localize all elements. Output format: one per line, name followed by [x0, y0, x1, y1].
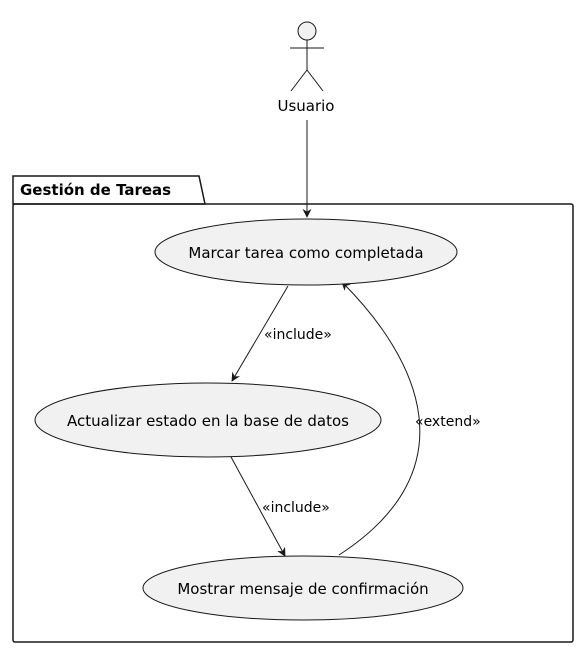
use-case-marcar[interactable]: Marcar tarea como completada — [154, 218, 458, 286]
use-case-actualizar-label: Actualizar estado en la base de datos — [67, 412, 349, 430]
actor-right-leg — [306, 69, 324, 92]
actor-label: Usuario — [277, 97, 334, 115]
include-edge-2 — [230, 456, 286, 557]
use-case-actualizar-ellipse — [34, 382, 382, 458]
use-case-mostrar-ellipse — [142, 555, 464, 621]
actor-left-leg — [290, 69, 308, 92]
package-gestion-tareas[interactable]: Gestión de Tareas — [12, 175, 574, 643]
actor-head — [297, 21, 317, 41]
use-case-actualizar[interactable]: Actualizar estado en la base de datos — [34, 382, 382, 458]
use-case-mostrar-label: Mostrar mensaje de confirmación — [177, 580, 428, 598]
use-case-mostrar[interactable]: Mostrar mensaje de confirmación — [142, 555, 464, 621]
use-case-marcar-label: Marcar tarea como completada — [188, 244, 423, 262]
package-body — [12, 203, 574, 643]
extend-label: «extend» — [415, 414, 481, 430]
use-case-marcar-ellipse — [154, 218, 458, 286]
actor-usuario[interactable]: Usuario — [277, 21, 335, 115]
extend-edge — [338, 281, 421, 556]
include-label-1: «include» — [264, 327, 332, 343]
package-title: Gestión de Tareas — [20, 181, 171, 199]
include-edge-1 — [231, 285, 289, 382]
include-label-2: «include» — [262, 500, 330, 516]
